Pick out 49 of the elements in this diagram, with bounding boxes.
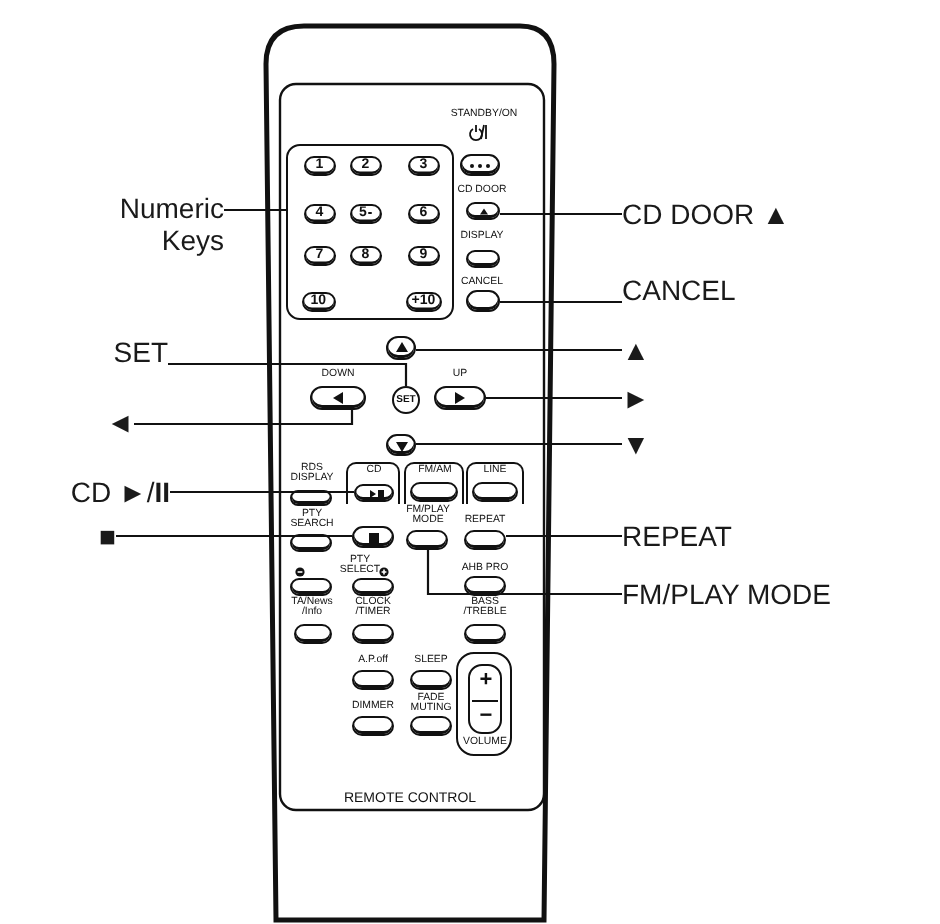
leader-line (426, 550, 622, 596)
leader-line (134, 410, 354, 426)
callout-label: SET (80, 336, 168, 368)
remote-button (410, 716, 452, 736)
callout-label: CD ►/II (8, 476, 170, 508)
remote-button (310, 386, 366, 410)
leader-line (416, 348, 622, 352)
remote-button (352, 716, 394, 736)
leader-line (500, 300, 622, 304)
remote-button (352, 670, 394, 690)
leader-line (500, 212, 622, 216)
callout-label: ▼ (622, 428, 922, 460)
callout-label: ■ (60, 520, 116, 552)
leader-line (506, 534, 622, 538)
remote-button (466, 290, 500, 312)
remote-button (386, 434, 416, 456)
volume-sign: + (477, 670, 495, 694)
remote-button (352, 578, 394, 596)
remote-button (466, 250, 500, 268)
callout-label: ◄ (80, 406, 134, 438)
remote-button (460, 154, 500, 176)
leader-line (486, 396, 622, 400)
callout-label: REPEAT (622, 520, 922, 552)
leader-line (224, 208, 286, 212)
remote-button (410, 482, 458, 502)
leader-line (416, 442, 622, 446)
remote-button (352, 526, 394, 548)
leader-line (170, 490, 354, 494)
leader-line (116, 534, 352, 538)
remote-button (354, 484, 394, 502)
leader-line (168, 362, 408, 386)
remote-button (290, 578, 332, 596)
remote-button (434, 386, 486, 410)
callout-label: Numeric Keys (80, 190, 224, 258)
remote-button (410, 670, 452, 690)
keypad-panel (286, 144, 454, 320)
callout-label: ▲ (622, 334, 922, 366)
remote-button (472, 482, 518, 502)
callout-label: CD DOOR ▲ (622, 198, 922, 230)
callout-label: FM/PLAY MODE (622, 578, 922, 610)
callout-label: ► (622, 382, 922, 414)
remote-button (406, 530, 448, 550)
remote-button (294, 624, 332, 644)
volume-sign: − (477, 706, 495, 730)
remote-button (464, 624, 506, 644)
remote-button (466, 202, 500, 220)
remote-button (464, 530, 506, 550)
callout-label: CANCEL (622, 274, 922, 306)
remote-button (352, 624, 394, 644)
